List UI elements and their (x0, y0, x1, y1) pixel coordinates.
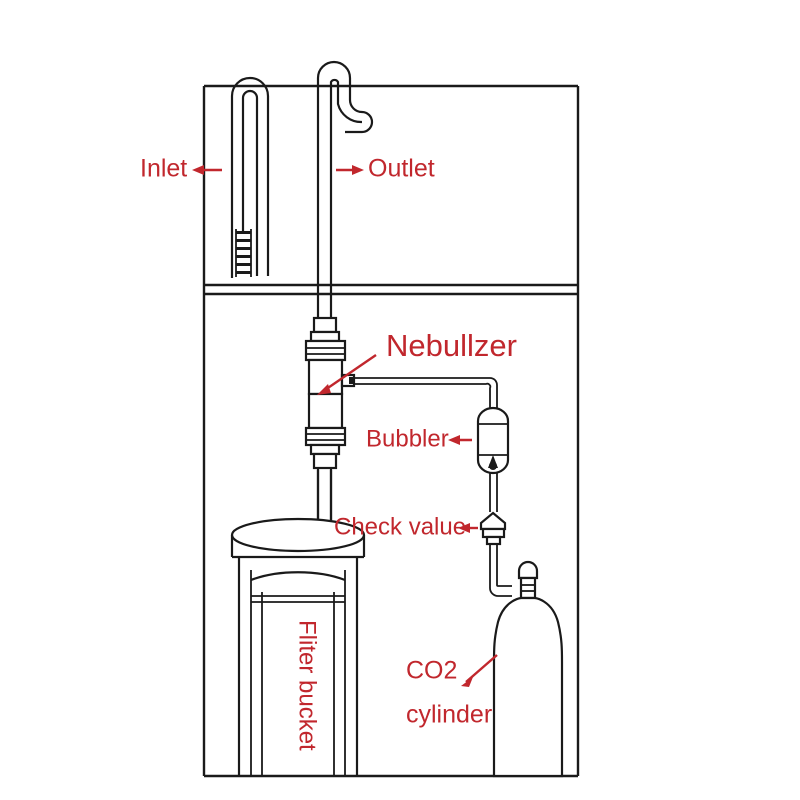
bubbler-arrowhead (448, 435, 460, 445)
inlet-corrugation (235, 229, 252, 277)
gas-line (354, 377, 512, 597)
co2-cylinder (492, 560, 564, 778)
label-co2-cylinder: CO2 cylinder (406, 654, 498, 729)
check-valve (479, 511, 507, 546)
nebulizer-label: Nebullzer (386, 328, 517, 363)
label-bubbler: Bubbler (366, 425, 472, 452)
filter-bucket (230, 517, 366, 776)
check-valve-label: Check value (334, 513, 466, 540)
nebulizer-arrowhead (317, 384, 331, 395)
nebulizer-leader (321, 354, 377, 393)
label-filter-bucket: Fliter bucket (294, 620, 321, 751)
bubbler (476, 406, 510, 475)
outlet-tube (316, 60, 374, 524)
label-nebulizer: Nebullzer (317, 328, 517, 395)
check-valve-arrowhead (458, 523, 470, 533)
nebulizer-assembly (304, 316, 356, 470)
bubbler-label: Bubbler (366, 425, 449, 452)
inlet-arrowhead (192, 165, 204, 175)
filter-bucket-label: Fliter bucket (294, 620, 321, 751)
outlet-arrowhead (352, 165, 364, 175)
outlet-label: Outlet (368, 155, 435, 183)
inlet-tube (230, 76, 270, 278)
co2-arrowhead (461, 677, 473, 687)
co2-leader (465, 654, 498, 683)
inlet-label: Inlet (140, 155, 187, 183)
label-inlet: Inlet (140, 155, 222, 183)
co2-label-line1: CO2 (406, 657, 457, 685)
label-check-valve: Check value (334, 513, 478, 540)
label-outlet: Outlet (336, 155, 435, 183)
enclosure-frame (202, 84, 580, 778)
co2-label-line2: cylinder (406, 701, 492, 729)
